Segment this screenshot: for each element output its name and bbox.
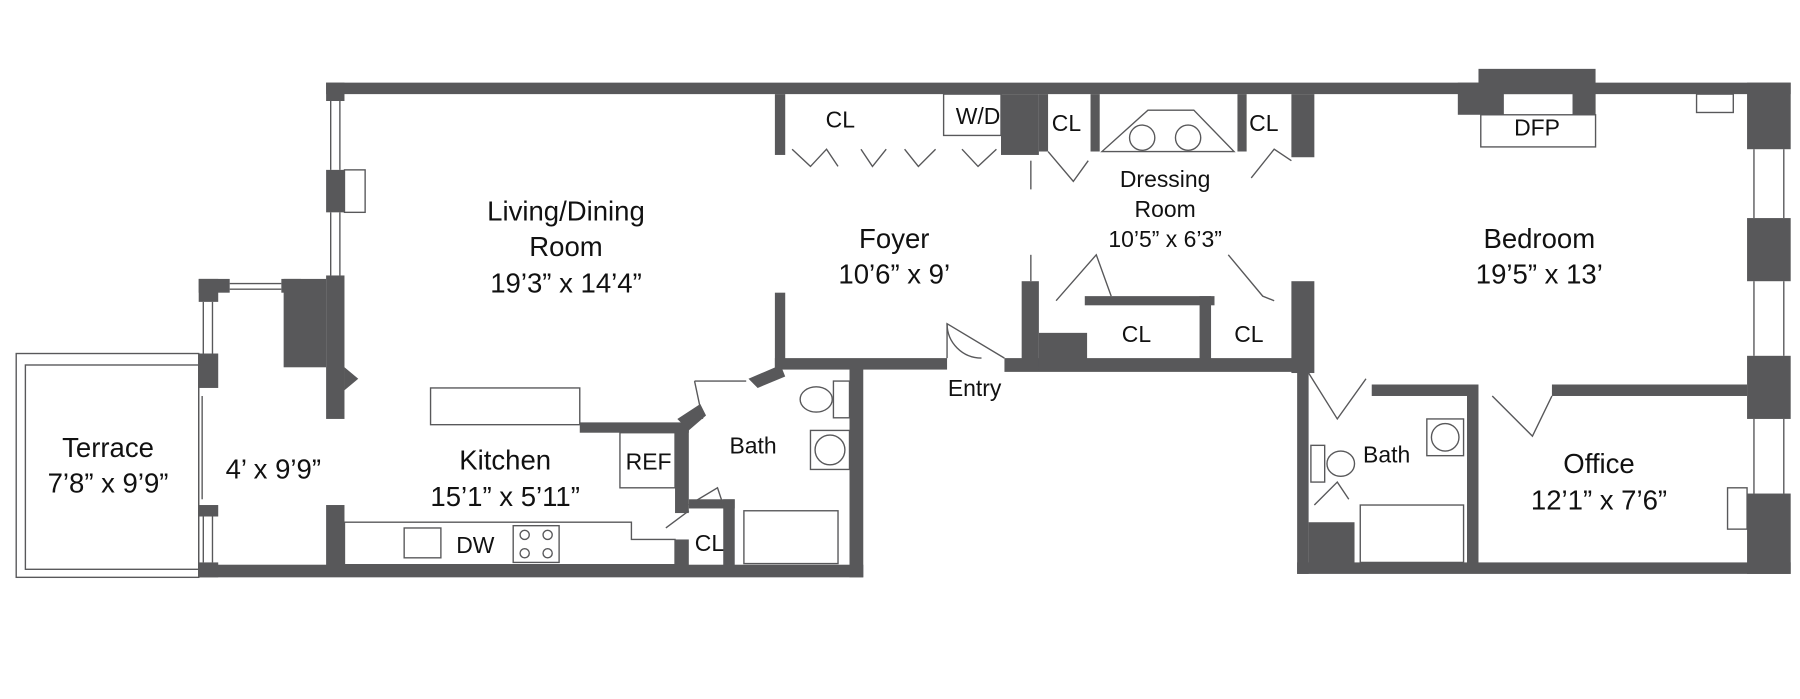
windows [201, 101, 1785, 563]
bedroom-name: Bedroom [1483, 223, 1595, 254]
room-labels: Living/Dining Room 19’3” x 14’4” Foyer 1… [48, 103, 1668, 558]
stove [512, 524, 560, 564]
terrace [15, 352, 200, 579]
closet-label: CL [695, 530, 724, 556]
dressing-room-dims: 10’5” x 6’3” [1108, 226, 1221, 252]
vanity [1100, 109, 1236, 153]
bedroom-dims: 19’5” x 13’ [1476, 259, 1603, 290]
closet-label: CL [1249, 110, 1278, 136]
kitchen-island [429, 387, 581, 426]
closet-label: CL [826, 106, 855, 132]
doors [665, 148, 1553, 529]
kitchen-dims: 15’1” x 5’11” [430, 481, 579, 512]
living-room-dims: 19’3” x 14’4” [490, 268, 642, 299]
bathtub-2 [1359, 504, 1465, 564]
gallery-dims: 4’ x 9’9” [226, 454, 321, 485]
bath-1-name: Bath [729, 432, 776, 458]
living-room-name-2: Room [529, 231, 602, 262]
kitchen-counter [343, 521, 676, 566]
closet-label: CL [1234, 321, 1263, 347]
toilet-2 [1326, 450, 1356, 478]
closet-label: CL [1122, 321, 1151, 347]
entry-label: Entry [948, 375, 1002, 401]
living-room-name: Living/Dining [487, 195, 645, 226]
dressing-room-name-2: Room [1135, 196, 1196, 222]
fireplace-label: DFP [1514, 114, 1560, 140]
refrigerator [619, 432, 676, 489]
bath-2-name: Bath [1363, 442, 1410, 468]
washer-dryer-label: W/D [956, 103, 1001, 129]
terrace-name: Terrace [62, 432, 154, 463]
kitchen-sink [403, 527, 442, 559]
closet-label: CL [1052, 110, 1081, 136]
office-name: Office [1563, 448, 1634, 479]
refrigerator-label: REF [626, 448, 672, 474]
dressing-room-name: Dressing [1120, 166, 1211, 192]
bathtub [743, 510, 839, 565]
fireplace-hearth [1480, 114, 1597, 148]
kitchen-name: Kitchen [459, 444, 551, 475]
toilet [799, 386, 833, 413]
foyer-name: Foyer [859, 223, 929, 254]
washer-dryer [942, 93, 1002, 137]
foyer-dims: 10’6” x 9’ [838, 259, 950, 290]
dishwasher-label: DW [456, 532, 495, 558]
office-dims: 12’1” x 7’6” [1531, 485, 1667, 516]
terrace-dims: 7’8” x 9’9” [48, 467, 169, 498]
fixtures [343, 93, 1748, 566]
